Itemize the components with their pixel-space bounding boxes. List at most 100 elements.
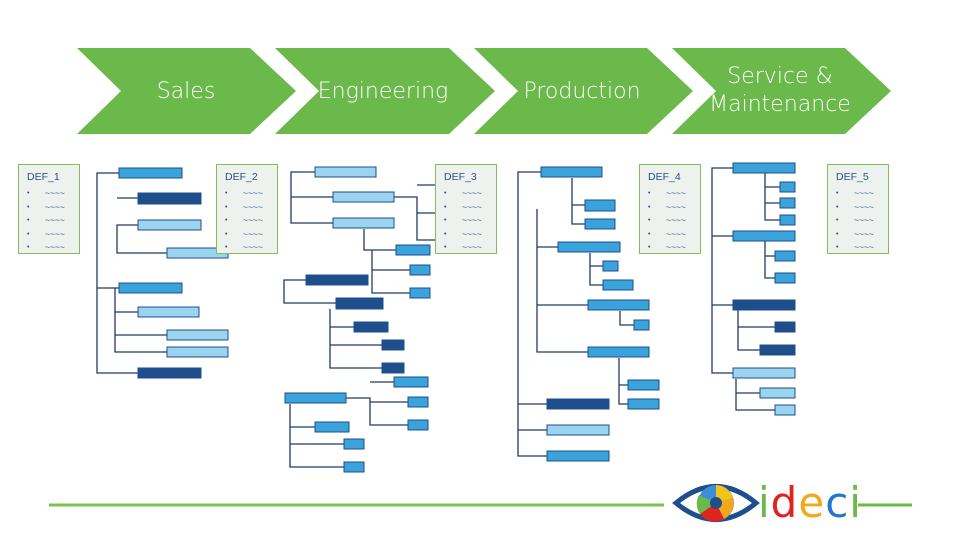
structure-node bbox=[393, 376, 429, 388]
definition-card-4: DEF_4 •~~~~ •~~~~ •~~~~ •~~~~ •~~~~ bbox=[639, 164, 701, 254]
structure-node bbox=[118, 167, 183, 179]
definition-card-title: DEF_3 bbox=[444, 171, 477, 183]
structure-node bbox=[540, 166, 603, 178]
definition-item: •~~~~ bbox=[836, 201, 874, 212]
definition-item: •~~~~ bbox=[836, 228, 874, 239]
phase-chevrons bbox=[77, 48, 891, 134]
definition-card-title: DEF_4 bbox=[648, 171, 681, 183]
structure-node bbox=[732, 230, 796, 242]
structure-connector bbox=[536, 209, 588, 353]
structure-connector bbox=[96, 172, 138, 374]
structure-connector bbox=[363, 229, 410, 294]
structure-node bbox=[137, 192, 202, 205]
structure-node bbox=[353, 321, 389, 333]
definition-item: •~~~~ bbox=[836, 242, 874, 252]
structure-node bbox=[759, 344, 796, 356]
structure-connector bbox=[735, 379, 775, 411]
logo-letter: i bbox=[758, 478, 771, 527]
definition-item: •~~~~ bbox=[648, 228, 686, 239]
definition-item: •~~~~ bbox=[27, 201, 65, 212]
structure-connector bbox=[289, 404, 344, 468]
logo-letter: d bbox=[770, 478, 799, 527]
structure-node bbox=[314, 421, 350, 433]
structure-node bbox=[335, 297, 384, 310]
structure-connector bbox=[618, 358, 628, 405]
structure-node bbox=[774, 404, 796, 416]
phase-label-engineering: Engineering bbox=[317, 79, 449, 104]
chevron-production bbox=[474, 48, 693, 134]
structure-connector bbox=[571, 178, 585, 225]
structure-node bbox=[627, 398, 660, 410]
structure-connector bbox=[619, 311, 634, 326]
structure-connector bbox=[711, 167, 733, 374]
definition-item: •~~~~ bbox=[444, 228, 482, 239]
structure-connector bbox=[394, 184, 435, 241]
structure-node bbox=[407, 396, 429, 408]
definition-item: •~~~~ bbox=[444, 242, 482, 252]
structure-node bbox=[732, 162, 796, 174]
definition-item: •~~~~ bbox=[648, 242, 686, 252]
definition-item: •~~~~ bbox=[836, 215, 874, 225]
structure-node bbox=[332, 217, 395, 229]
structure-node bbox=[546, 398, 610, 410]
definition-card-title: DEF_5 bbox=[836, 171, 869, 183]
structure-node bbox=[779, 181, 796, 193]
structure-node bbox=[774, 250, 796, 262]
definition-item: •~~~~ bbox=[444, 188, 482, 198]
structure-node bbox=[732, 367, 796, 379]
structure-node bbox=[409, 287, 431, 299]
structure-connector bbox=[517, 171, 547, 457]
definition-item: •~~~~ bbox=[27, 242, 65, 252]
structure-node bbox=[759, 387, 796, 399]
structure-node bbox=[284, 392, 347, 404]
structure-node bbox=[166, 346, 229, 358]
structure-node bbox=[314, 166, 377, 178]
definition-item: •~~~~ bbox=[836, 188, 874, 198]
chevron-sales bbox=[77, 48, 296, 134]
structure-node bbox=[779, 214, 796, 226]
definition-item: •~~~~ bbox=[648, 188, 686, 198]
definition-card-5: DEF_5 •~~~~ •~~~~ •~~~~ •~~~~ •~~~~ bbox=[827, 164, 889, 254]
definition-item: •~~~~ bbox=[27, 228, 65, 239]
structure-node bbox=[587, 346, 650, 358]
phase-label-production: Production bbox=[523, 79, 641, 104]
structure-node bbox=[546, 424, 610, 436]
definition-item: •~~~~ bbox=[648, 201, 686, 212]
structure-connector bbox=[737, 310, 775, 351]
structure-node bbox=[557, 241, 621, 253]
structure-connector bbox=[116, 197, 167, 254]
structure-node bbox=[584, 199, 616, 212]
structure-connector bbox=[329, 309, 382, 369]
structure-node bbox=[602, 260, 619, 272]
logo-letter: c bbox=[825, 478, 850, 527]
structure-node bbox=[409, 264, 431, 276]
definition-item: •~~~~ bbox=[27, 215, 65, 225]
structure-node bbox=[627, 379, 660, 391]
structure-node bbox=[546, 450, 610, 462]
definition-item: •~~~~ bbox=[225, 201, 263, 212]
structure-node bbox=[332, 191, 395, 203]
logo-letter: e bbox=[798, 478, 826, 527]
structure-node bbox=[602, 279, 634, 291]
structure-node bbox=[395, 244, 431, 256]
phase-label-sales: Sales bbox=[156, 79, 216, 104]
structure-node bbox=[732, 299, 796, 311]
structure-node bbox=[166, 329, 229, 341]
structure-node bbox=[779, 197, 796, 209]
structure-node bbox=[343, 438, 365, 450]
definition-card-1: DEF_1 •~~~~ •~~~~ •~~~~ •~~~~ •~~~~ bbox=[18, 164, 80, 254]
definition-item: •~~~~ bbox=[444, 201, 482, 212]
structure-node bbox=[137, 306, 200, 318]
structure-node bbox=[587, 299, 650, 311]
structure-node bbox=[118, 282, 183, 294]
definition-card-3: DEF_3 •~~~~ •~~~~ •~~~~ •~~~~ •~~~~ bbox=[435, 164, 497, 254]
structure-trees bbox=[96, 162, 796, 473]
structure-connector bbox=[290, 171, 333, 224]
structure-connector bbox=[114, 288, 167, 353]
definition-item: •~~~~ bbox=[225, 228, 263, 239]
structure-node bbox=[633, 319, 650, 331]
definition-item: •~~~~ bbox=[225, 215, 263, 225]
logo-eye-icon bbox=[672, 484, 760, 522]
structure-node bbox=[137, 367, 202, 379]
